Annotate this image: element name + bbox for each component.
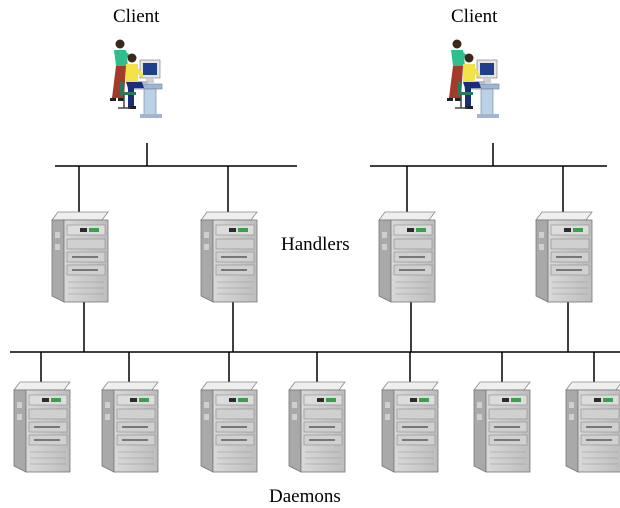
tower-server-icon bbox=[200, 211, 258, 303]
client-label-left: Client bbox=[113, 6, 160, 27]
handlers-label: Handlers bbox=[281, 234, 350, 255]
tower-server-icon bbox=[473, 381, 531, 473]
tower-server-icon bbox=[101, 381, 159, 473]
tower-server-icon bbox=[13, 381, 71, 473]
workstation-user-icon bbox=[109, 38, 163, 119]
tower-server-icon bbox=[288, 381, 346, 473]
client-workstation-left bbox=[109, 38, 163, 119]
tower-server-icon bbox=[535, 211, 593, 303]
daemons-row bbox=[13, 381, 620, 473]
handlers-row bbox=[51, 211, 593, 303]
client-workstation-right bbox=[446, 38, 500, 119]
network-links bbox=[10, 143, 620, 382]
daemons-label: Daemons bbox=[269, 486, 341, 507]
tower-server-icon bbox=[51, 211, 109, 303]
tower-server-icon bbox=[381, 381, 439, 473]
tower-server-icon bbox=[200, 381, 258, 473]
tower-server-icon bbox=[565, 381, 620, 473]
workstation-user-icon bbox=[446, 38, 500, 119]
tower-server-icon bbox=[378, 211, 436, 303]
client-label-right: Client bbox=[451, 6, 498, 27]
